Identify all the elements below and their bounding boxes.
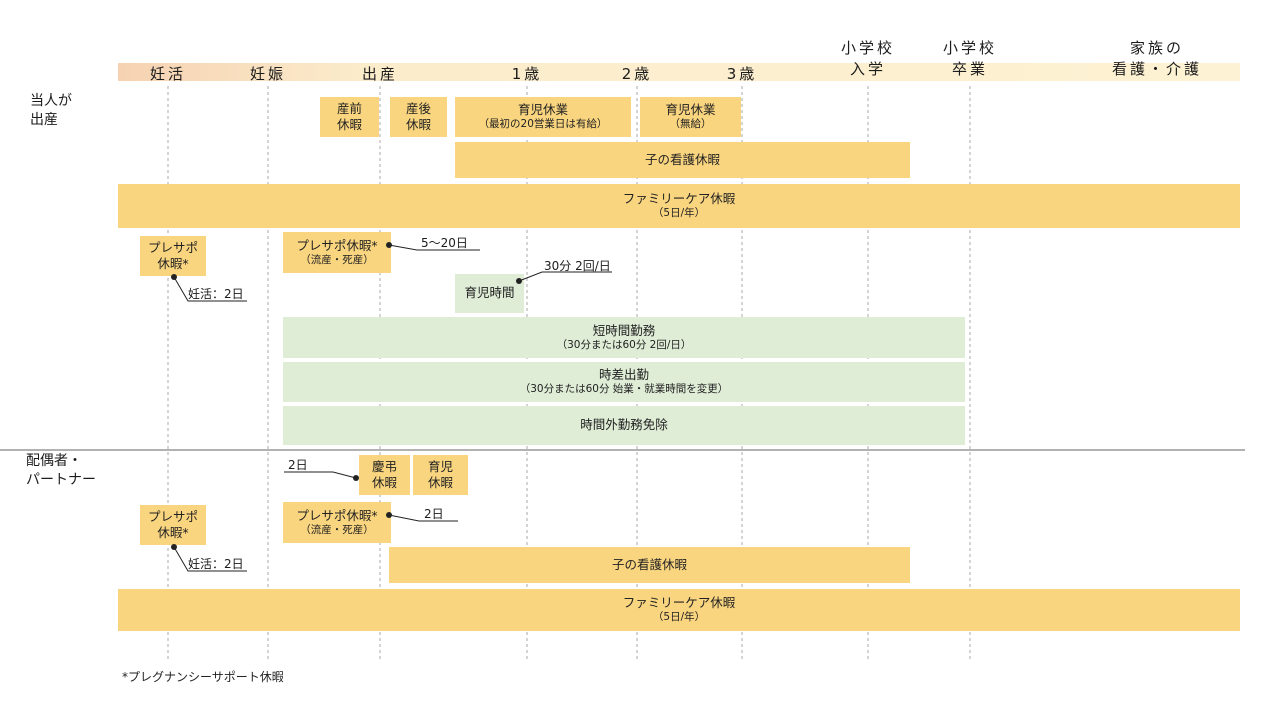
- note-conceiving-days-self: 妊活：2日: [188, 287, 244, 301]
- bar-label: （5日/年）: [652, 207, 706, 220]
- bar-label: （無給）: [669, 118, 712, 131]
- section-text: 配偶者・: [26, 453, 82, 469]
- bar-label: 休暇*: [157, 525, 189, 540]
- bar-label: （30分または60分 2回/日）: [556, 338, 692, 351]
- bar-childcare-leave-unpaid: 育児休業 （無給）: [640, 97, 741, 137]
- bar-childcare-time: 育児時間: [455, 274, 524, 313]
- bar-label: プレサポ: [147, 239, 198, 255]
- bar-prenatal-leave: 産前 休暇: [320, 97, 379, 137]
- footnote-presapo-definition: *プレグナンシーサポート休暇: [122, 670, 284, 684]
- stage-label-age2: 2歳: [622, 64, 653, 85]
- stage-text: 小学校: [840, 39, 896, 57]
- stage-label-birth: 出産: [362, 64, 398, 85]
- bar-short-hours: 短時間勤務 （30分または60分 2回/日）: [283, 317, 965, 358]
- note-presapo-loss-days-self: 5〜20日: [421, 236, 468, 250]
- bar-label: 子の看護休暇: [644, 151, 720, 167]
- bar-label: プレサポ: [147, 508, 198, 524]
- bar-label: 休暇: [371, 475, 397, 490]
- bar-label: 休暇: [336, 117, 362, 132]
- bar-childcare-leave-paid: 育児休業 （最初の20営業日は有給）: [455, 97, 631, 137]
- bar-family-care-leave-self: ファミリーケア休暇 （5日/年）: [118, 184, 1240, 228]
- section-text: 当人が: [30, 93, 72, 109]
- bar-presapo-leave-partner: プレサポ 休暇*: [140, 505, 206, 545]
- stage-text: 卒業: [951, 60, 989, 78]
- bar-label: プレサポ休暇*: [296, 507, 378, 523]
- bar-presapo-loss-leave-partner: プレサポ休暇* （流産・死産）: [283, 502, 391, 543]
- stage-text: 家族の: [1129, 39, 1185, 57]
- bar-label: （最初の20営業日は有給）: [478, 118, 608, 131]
- bar-label: 育児休業: [665, 102, 716, 118]
- stage-label-pregnancy: 妊娠: [250, 64, 286, 85]
- section-text: パートナー: [26, 472, 96, 488]
- bar-presapo-loss-leave-self: プレサポ休暇* （流産・死産）: [283, 232, 391, 273]
- stage-text: 看護・介護: [1111, 60, 1203, 78]
- bar-presapo-leave-self: プレサポ 休暇*: [140, 236, 206, 276]
- bar-label: 産後: [405, 100, 431, 116]
- section-label-self: 当人が 出産: [30, 92, 72, 130]
- stage-text: 3歳: [726, 65, 758, 83]
- bar-label: 慶弔: [371, 458, 397, 474]
- note-conceiving-days-partner: 妊活：2日: [188, 557, 244, 571]
- bar-label: 休暇: [427, 475, 453, 490]
- stage-label-family-care: 家族の 看護・介護: [1112, 38, 1202, 80]
- stage-label-age1: 1歳: [512, 64, 543, 85]
- stage-label-elementary-entry: 小学校 入学: [841, 38, 895, 80]
- bar-label: 休暇*: [157, 256, 189, 271]
- timeline-band: [118, 63, 1240, 81]
- stage-text: 小学校: [942, 39, 998, 57]
- stage-label-elementary-graduation: 小学校 卒業: [943, 38, 997, 80]
- bar-label: （30分または60分 始業・就業時間を変更）: [519, 383, 729, 396]
- section-label-partner: 配偶者・ パートナー: [26, 452, 96, 490]
- bar-postnatal-leave: 産後 休暇: [390, 97, 447, 137]
- note-presapo-loss-days-partner: 2日: [424, 507, 444, 521]
- bar-bereavement-leave: 慶弔 休暇: [359, 455, 410, 495]
- stage-text: 出産: [361, 65, 399, 83]
- bar-label: 産前: [336, 100, 362, 116]
- bar-family-care-leave-partner: ファミリーケア休暇 （5日/年）: [118, 589, 1240, 631]
- bar-label: （流産・死産）: [300, 253, 374, 266]
- stage-label-conceiving: 妊活: [150, 64, 186, 85]
- bar-child-nursing-leave-self: 子の看護休暇: [455, 142, 910, 178]
- bar-label: 時間外勤務免除: [580, 417, 668, 433]
- bar-label: ファミリーケア休暇: [622, 595, 736, 611]
- bar-label: 子の看護休暇: [611, 556, 687, 572]
- bar-label: 育児時間: [464, 285, 515, 301]
- bar-label: ファミリーケア休暇: [622, 191, 736, 207]
- bar-childcare-leave-partner: 育児 休暇: [413, 455, 468, 495]
- section-text: 出産: [30, 112, 58, 128]
- bar-staggered-hours: 時差出勤 （30分または60分 始業・就業時間を変更）: [283, 362, 965, 402]
- bar-label: 休暇: [405, 117, 431, 132]
- stage-text: 1歳: [511, 65, 543, 83]
- stage-text: 入学: [849, 60, 887, 78]
- stage-label-age3: 3歳: [727, 64, 758, 85]
- stage-text: 妊活: [149, 65, 187, 83]
- stage-text: 妊娠: [249, 65, 287, 83]
- bar-label: 育児休業: [517, 102, 568, 118]
- bar-label: 育児: [427, 458, 453, 474]
- bar-label: 短時間勤務: [592, 322, 656, 338]
- stage-text: 2歳: [621, 65, 653, 83]
- bar-child-nursing-leave-partner: 子の看護休暇: [389, 547, 910, 583]
- bar-label: （流産・死産）: [300, 523, 374, 536]
- bar-overtime-exemption: 時間外勤務免除: [283, 406, 965, 445]
- bar-label: （5日/年）: [652, 611, 706, 624]
- note-bereavement-days: 2日: [288, 458, 308, 472]
- bar-label: 時差出勤: [598, 367, 649, 383]
- bar-label: プレサポ休暇*: [296, 237, 378, 253]
- note-childcare-time-detail: 30分 2回/日: [544, 259, 611, 273]
